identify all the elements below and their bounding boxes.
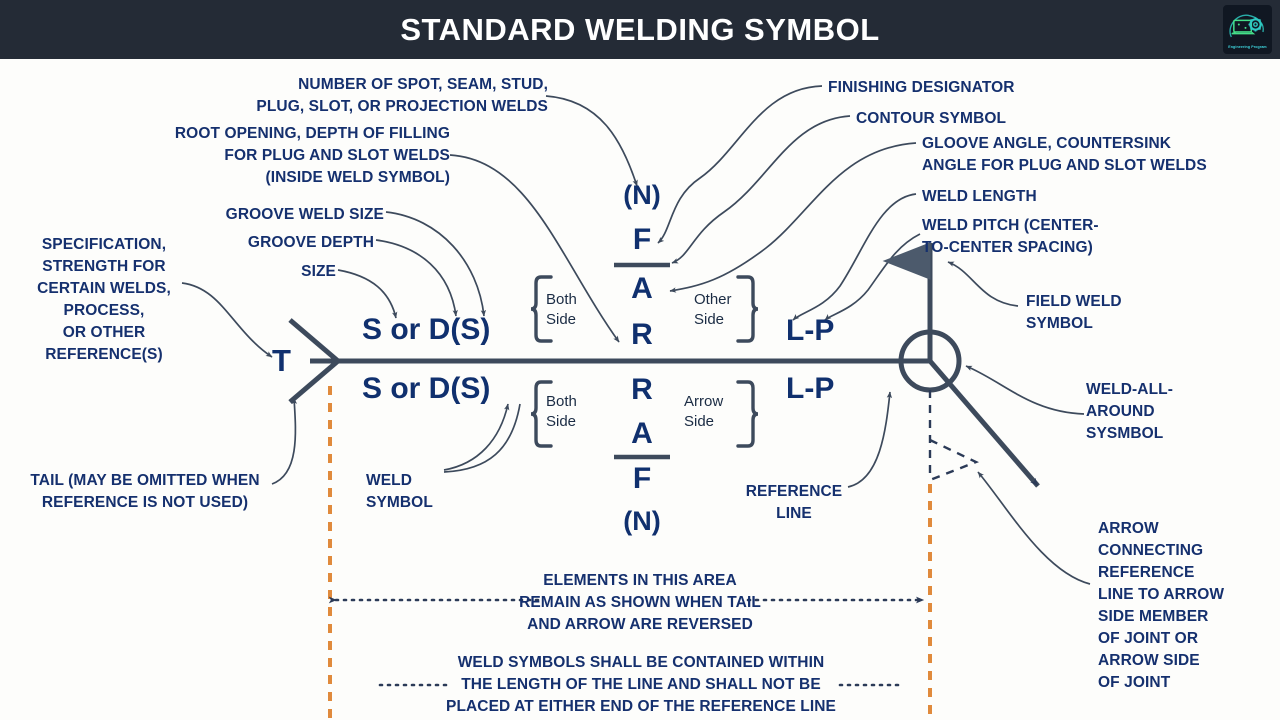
leader-weld-symbol-a bbox=[443, 403, 510, 471]
side-label-both-above: Both Side bbox=[546, 291, 577, 328]
note-elements-in-this-area: ELEMENTS IN THIS AREA REMAIN AS SHOWN WH… bbox=[519, 572, 761, 633]
leader-groove-angle bbox=[669, 142, 917, 293]
laptop-gear-icon bbox=[1228, 14, 1264, 38]
leader-size bbox=[337, 269, 398, 319]
label-weld-pitch: WELD PITCH (CENTER- TO-CENTER SPACING) bbox=[922, 217, 1099, 256]
leader-field-weld bbox=[947, 261, 1019, 307]
leader-number-of-spot bbox=[545, 95, 638, 187]
label-number-of-spot: NUMBER OF SPOT, SEAM, STUD, PLUG, SLOT, … bbox=[256, 76, 548, 115]
symbol-stack-above-0: (N) bbox=[623, 180, 661, 210]
leader-weld-length bbox=[792, 193, 917, 321]
leader-weld-symbol-b bbox=[443, 403, 521, 473]
page-header: STANDARD WELDING SYMBOL bbox=[0, 0, 1280, 59]
tail-lower-stroke bbox=[288, 359, 340, 404]
leader-groove-depth bbox=[375, 239, 458, 317]
joint-arrow bbox=[928, 359, 1040, 488]
symbol-size-above: S or D(S) bbox=[362, 313, 491, 346]
leader-weld-all-around bbox=[965, 365, 1085, 415]
label-weld-symbol: WELD SYMBOL bbox=[366, 472, 433, 511]
leader-arrow-connecting bbox=[977, 471, 1091, 585]
symbol-tail-letter: T bbox=[272, 343, 291, 378]
leader-groove-weld-size bbox=[385, 211, 487, 317]
label-size: SIZE bbox=[301, 263, 336, 280]
label-groove-depth: GROOVE DEPTH bbox=[247, 234, 374, 251]
weld-all-around-circle bbox=[898, 329, 962, 393]
symbol-stack-above-2: A bbox=[631, 272, 653, 305]
label-specification: SPECIFICATION, STRENGTH FOR CERTAIN WELD… bbox=[37, 236, 171, 363]
label-contour-symbol: CONTOUR SYMBOL bbox=[856, 110, 1007, 127]
engineering-program-logo: Engineering Program bbox=[1223, 5, 1272, 54]
leader-finishing-designator bbox=[657, 85, 823, 244]
leader-contour-symbol bbox=[671, 115, 851, 264]
page-title: STANDARD WELDING SYMBOL bbox=[400, 11, 880, 47]
side-label-other: Other Side bbox=[694, 291, 732, 328]
note-weld-symbols-contained: WELD SYMBOLS SHALL BE CONTAINED WITHIN T… bbox=[446, 654, 836, 715]
symbol-stack-below-0: R bbox=[631, 373, 653, 406]
symbol-stack-below-3: (N) bbox=[623, 506, 661, 536]
leader-reference-line bbox=[847, 391, 893, 488]
logo-caption: Engineering Program bbox=[1228, 45, 1267, 49]
label-root-opening: ROOT OPENING, DEPTH OF FILLING FOR PLUG … bbox=[174, 125, 450, 186]
label-weld-length: WELD LENGTH bbox=[922, 188, 1037, 205]
label-field-weld: FIELD WELD SYMBOL bbox=[1026, 293, 1122, 332]
label-weld-all-around: WELD-ALL- AROUND SYSMBOL bbox=[1086, 381, 1173, 442]
label-reference-line: REFERENCE LINE bbox=[745, 483, 843, 522]
reversed-tail-dashed-arrowhead bbox=[929, 438, 980, 482]
leader-weld-pitch bbox=[824, 233, 921, 321]
label-arrow-connecting: ARROW CONNECTING REFERENCE LINE TO ARROW… bbox=[1098, 520, 1225, 691]
label-groove-weld-size: GROOVE WELD SIZE bbox=[225, 206, 384, 223]
label-finishing-designator: FINISHING DESIGNATOR bbox=[828, 79, 1015, 96]
symbol-stack-below-2: F bbox=[632, 462, 652, 495]
leader-specification bbox=[181, 282, 273, 358]
label-groove-angle: GLOOVE ANGLE, COUNTERSINK ANGLE FOR PLUG… bbox=[922, 135, 1207, 174]
symbol-stack-above-1: F bbox=[632, 223, 652, 256]
label-tail: TAIL (MAY BE OMITTED WHEN REFERENCE IS N… bbox=[30, 472, 260, 511]
symbol-pitch-above: L-P bbox=[786, 314, 835, 347]
symbol-stack-below-1: A bbox=[631, 417, 653, 450]
symbol-size-below: S or D(S) bbox=[362, 372, 491, 405]
symbol-pitch-below: L-P bbox=[786, 372, 835, 405]
symbol-stack-above-3: R bbox=[631, 318, 653, 351]
leader-tail bbox=[271, 397, 298, 485]
side-label-arrow: Arrow Side bbox=[684, 393, 724, 430]
tail-upper-stroke bbox=[288, 318, 340, 363]
side-label-both-below: Both Side bbox=[546, 393, 577, 430]
